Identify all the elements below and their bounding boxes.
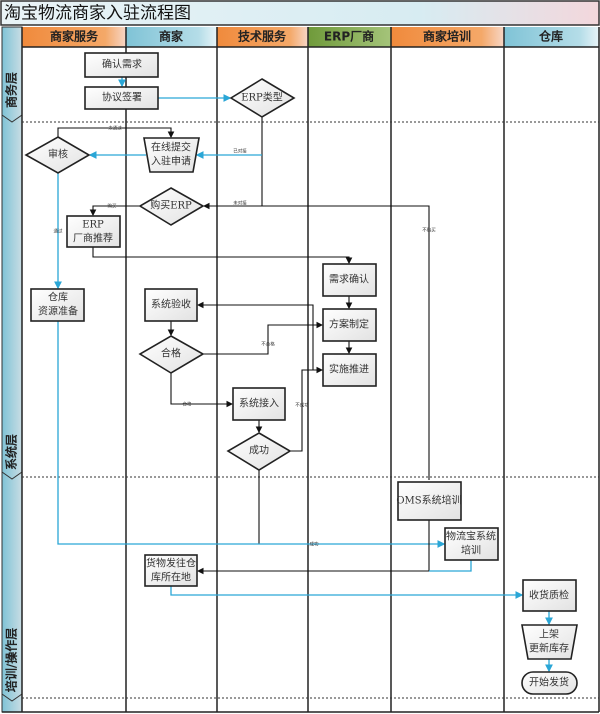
svg-text:入驻申请: 入驻申请 <box>151 155 191 168</box>
layer-band <box>1 26 23 713</box>
edge-label: 未对接 <box>233 200 247 207</box>
svg-text:收货质检: 收货质检 <box>529 589 569 602</box>
edge-label: 不购买 <box>422 227 436 234</box>
svg-text:厂商推荐: 厂商推荐 <box>73 232 113 245</box>
edge-label: 购买 <box>108 203 117 210</box>
node-oms-training: OMS系统培训 <box>396 481 462 521</box>
edges <box>54 77 553 673</box>
svg-text:需求确认: 需求确认 <box>329 273 369 286</box>
edge-label: 不成功 <box>295 402 309 409</box>
lane-label: 仓库 <box>538 29 563 44</box>
node-system-access: 系统接入 <box>232 387 286 421</box>
svg-text:方案制定: 方案制定 <box>329 318 369 331</box>
edge-label: 不合格 <box>261 341 275 348</box>
svg-text:成功: 成功 <box>249 445 269 457</box>
lane-header-erp-vendor <box>308 27 391 47</box>
lane-header-training <box>391 27 504 47</box>
lane-header-warehouse <box>504 27 599 47</box>
node-success: 成功 <box>226 432 292 471</box>
svg-text:合格: 合格 <box>161 347 181 360</box>
svg-text:在线提交: 在线提交 <box>151 141 191 154</box>
svg-text:实施推进: 实施推进 <box>329 363 369 376</box>
layer-training: 培训/操作层 <box>4 628 19 692</box>
node-buy-erp: 购买ERP <box>138 187 205 226</box>
svg-text:OMS系统培训: OMS系统培训 <box>396 494 461 507</box>
lane-label: 商家服务 <box>50 29 99 44</box>
svg-text:系统接入: 系统接入 <box>239 397 279 410</box>
layer-system: 系统层 <box>4 434 19 470</box>
node-review: 审核 <box>24 136 91 174</box>
lane-dividers <box>2 27 600 713</box>
svg-text:审核: 审核 <box>48 148 68 161</box>
svg-text:仓库: 仓库 <box>48 291 68 304</box>
layer-business: 商务层 <box>4 72 19 108</box>
node-confirm-demand: 确认需求 <box>84 52 159 78</box>
edge-label: 合格 <box>183 401 192 408</box>
lane-label: 技术服务 <box>238 29 287 44</box>
node-receive-check: 收货质检 <box>522 579 577 612</box>
node-qualified: 合格 <box>138 335 205 374</box>
svg-text:协议签署: 协议签署 <box>102 91 142 104</box>
edge-label: 未通过 <box>108 125 122 132</box>
edge-label: 成功 <box>310 541 319 548</box>
lane-label: 商家培训 <box>423 29 471 44</box>
svg-text:更新库存: 更新库存 <box>529 642 569 655</box>
svg-text:ERP: ERP <box>82 220 104 231</box>
lane-label: ERP厂商 <box>324 29 374 44</box>
svg-text:系统验收: 系统验收 <box>151 298 191 311</box>
node-plan: 方案制定 <box>322 308 377 342</box>
node-sign-agreement: 协议签署 <box>84 86 159 110</box>
layer-chevron <box>1 114 23 123</box>
title-bar <box>0 0 600 26</box>
svg-text:物流宝系统: 物流宝系统 <box>446 530 496 543</box>
svg-text:确认需求: 确认需求 <box>102 58 142 71</box>
lane-header-merchant <box>126 27 217 47</box>
edge-label: 已对接 <box>233 148 247 155</box>
node-system-accept: 系统验收 <box>144 288 198 322</box>
svg-text:ERP类型: ERP类型 <box>241 91 283 104</box>
node-demand-confirm: 需求确认 <box>322 263 377 297</box>
layer-chevron <box>1 693 23 702</box>
lane-label: 商家 <box>159 29 184 44</box>
svg-text:上架: 上架 <box>539 629 559 641</box>
svg-text:培训: 培训 <box>461 544 481 557</box>
svg-text:库所在地: 库所在地 <box>151 571 191 584</box>
layer-chevron <box>1 471 23 480</box>
node-start-ship: 开始发货 <box>521 671 578 695</box>
svg-text:购买ERP: 购买ERP <box>150 199 192 212</box>
svg-text:开始发货: 开始发货 <box>529 676 569 689</box>
svg-text:货物发往仓: 货物发往仓 <box>146 557 196 570</box>
node-implement: 实施推进 <box>322 353 377 387</box>
lane-header-tech-service <box>217 27 308 47</box>
edge-label: 通过 <box>54 228 63 235</box>
node-erp-type: ERP类型 <box>229 78 296 118</box>
svg-text:资源准备: 资源准备 <box>38 305 78 318</box>
lane-header-merchant-service <box>22 27 126 47</box>
page-title: 淘宝物流商家入驻流程图 <box>4 4 191 24</box>
